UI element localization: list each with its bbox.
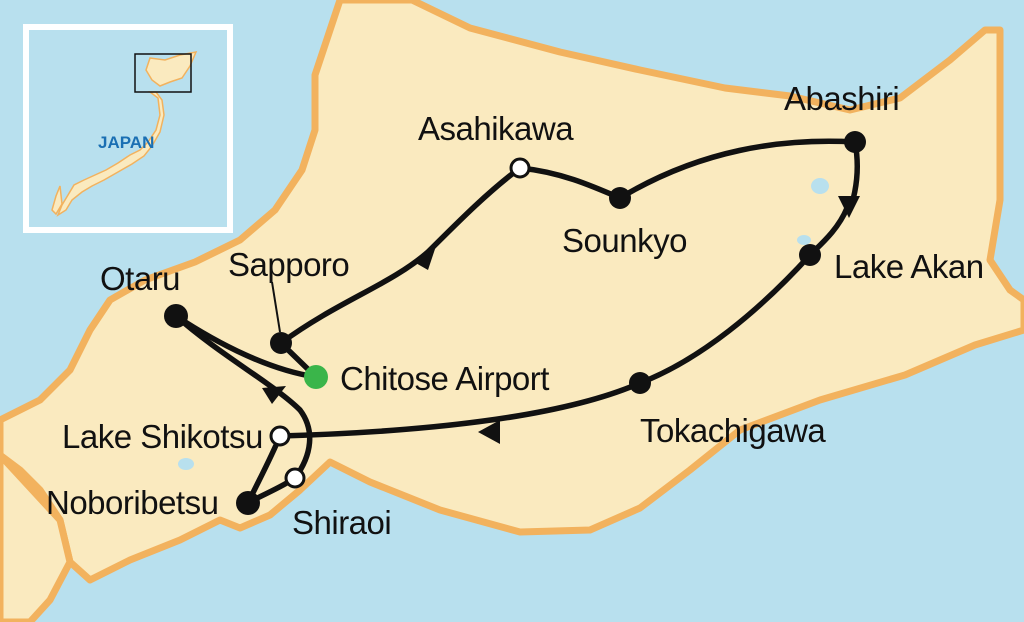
stop-asahikawa[interactable] — [509, 157, 531, 179]
label-lake-shikotsu: Lake Shikotsu — [62, 418, 263, 455]
inset-japan-label: JAPAN — [98, 133, 154, 152]
stop-lake-akan[interactable] — [799, 244, 821, 266]
arrow-northeast — [414, 246, 436, 270]
stop-shiraoi[interactable] — [284, 467, 306, 489]
stop-otaru[interactable] — [164, 304, 188, 328]
oshima-peninsula — [0, 451, 74, 622]
lake-toya — [178, 458, 194, 470]
inset-highlight-box — [134, 53, 192, 93]
label-shiraoi: Shiraoi — [292, 504, 391, 541]
arrow-south — [838, 196, 860, 218]
route-tokachigawa-to-shikotsu — [277, 380, 643, 439]
lake-kussharo — [811, 178, 829, 194]
route-arrows — [262, 196, 860, 444]
stop-lake-shikotsu[interactable] — [269, 425, 291, 447]
arrow-west — [478, 420, 500, 444]
label-chitose-airport: Chitose Airport — [340, 360, 549, 397]
stop-abashiri[interactable] — [844, 131, 866, 153]
stop-sounkyo[interactable] — [609, 187, 631, 209]
label-otaru: Otaru — [100, 260, 180, 297]
stop-tokachigawa[interactable] — [629, 372, 651, 394]
route-otaru-to-chitose — [173, 313, 319, 380]
stops — [164, 131, 866, 515]
label-lake-akan: Lake Akan — [834, 248, 984, 285]
inset-japan-map: JAPAN — [23, 24, 233, 233]
route-akan-to-tokachigawa — [637, 252, 813, 386]
label-asahikawa: Asahikawa — [418, 110, 574, 147]
place-labels: Abashiri Asahikawa Sounkyo Lake Akan Sap… — [46, 80, 984, 541]
stop-sapporo[interactable] — [270, 332, 292, 354]
label-sounkyo: Sounkyo — [562, 222, 687, 259]
route-sounkyo-to-abashiri — [617, 138, 858, 201]
arrow-northwest — [262, 386, 286, 404]
lake-akan-water — [797, 235, 811, 245]
label-sapporo: Sapporo — [228, 246, 349, 283]
sapporo-leader-line — [271, 281, 281, 333]
label-abashiri: Abashiri — [784, 80, 899, 117]
label-noboribetsu: Noboribetsu — [46, 484, 218, 521]
label-tokachigawa: Tokachigawa — [640, 412, 826, 449]
stop-noboribetsu[interactable] — [236, 491, 260, 515]
stop-chitose-airport[interactable] — [304, 365, 328, 389]
route-shiraoi-to-otaru — [173, 313, 313, 481]
